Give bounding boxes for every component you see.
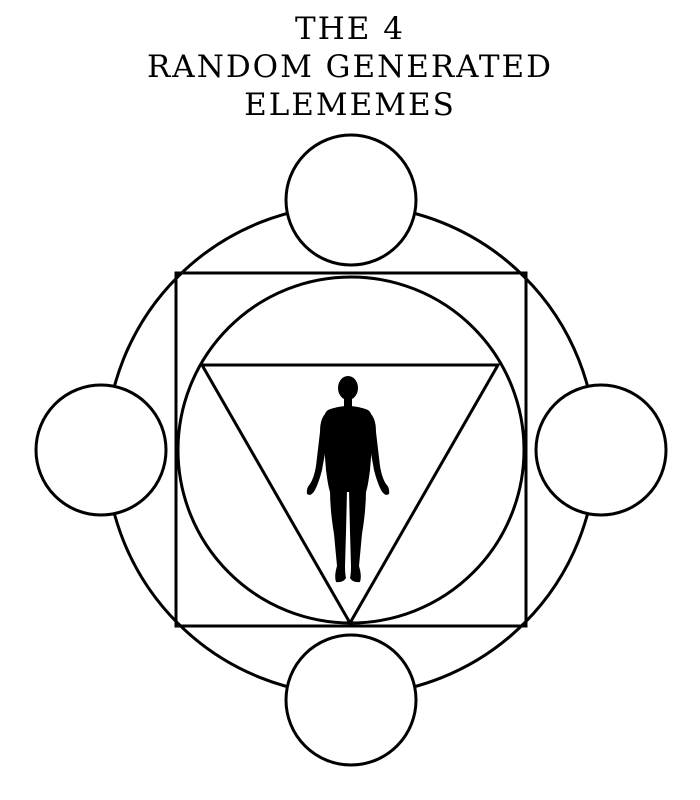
element-circle-bottom (284, 633, 418, 767)
title-line-2: RANDOM GENERATED (146, 49, 554, 85)
inner-square (174, 271, 528, 628)
inverted-triangle (199, 363, 501, 627)
element-circle-left (34, 383, 168, 517)
element-circle-top (284, 133, 418, 267)
title-line-3: ELEMEMES (244, 87, 456, 123)
title-line-1: THE 4 (295, 11, 405, 47)
human-figure-icon (306, 376, 390, 583)
element-circle-right (534, 383, 668, 517)
diagram-title: THE 4 RANDOM GENERATED ELEMEMES (0, 10, 700, 124)
